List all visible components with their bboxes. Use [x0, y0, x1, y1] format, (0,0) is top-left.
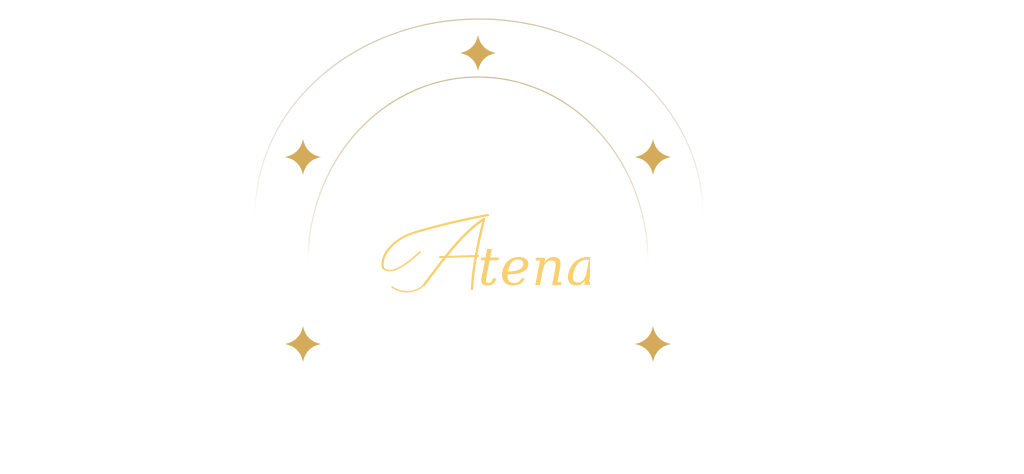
brand-logo-text: tena: [478, 238, 590, 295]
outer-arc: [254, 18, 704, 216]
inner-arc: [307, 76, 649, 263]
sparkle-star-icon: [635, 326, 671, 362]
sparkle-star-icon: [285, 139, 321, 175]
sparkle-star-icon: [285, 326, 321, 362]
sparkle-star-icon: [460, 35, 496, 71]
brand-logo: tena: [380, 205, 590, 295]
brand-logo-mark: tena: [381, 213, 590, 295]
sparkle-star-icon: [635, 139, 671, 175]
